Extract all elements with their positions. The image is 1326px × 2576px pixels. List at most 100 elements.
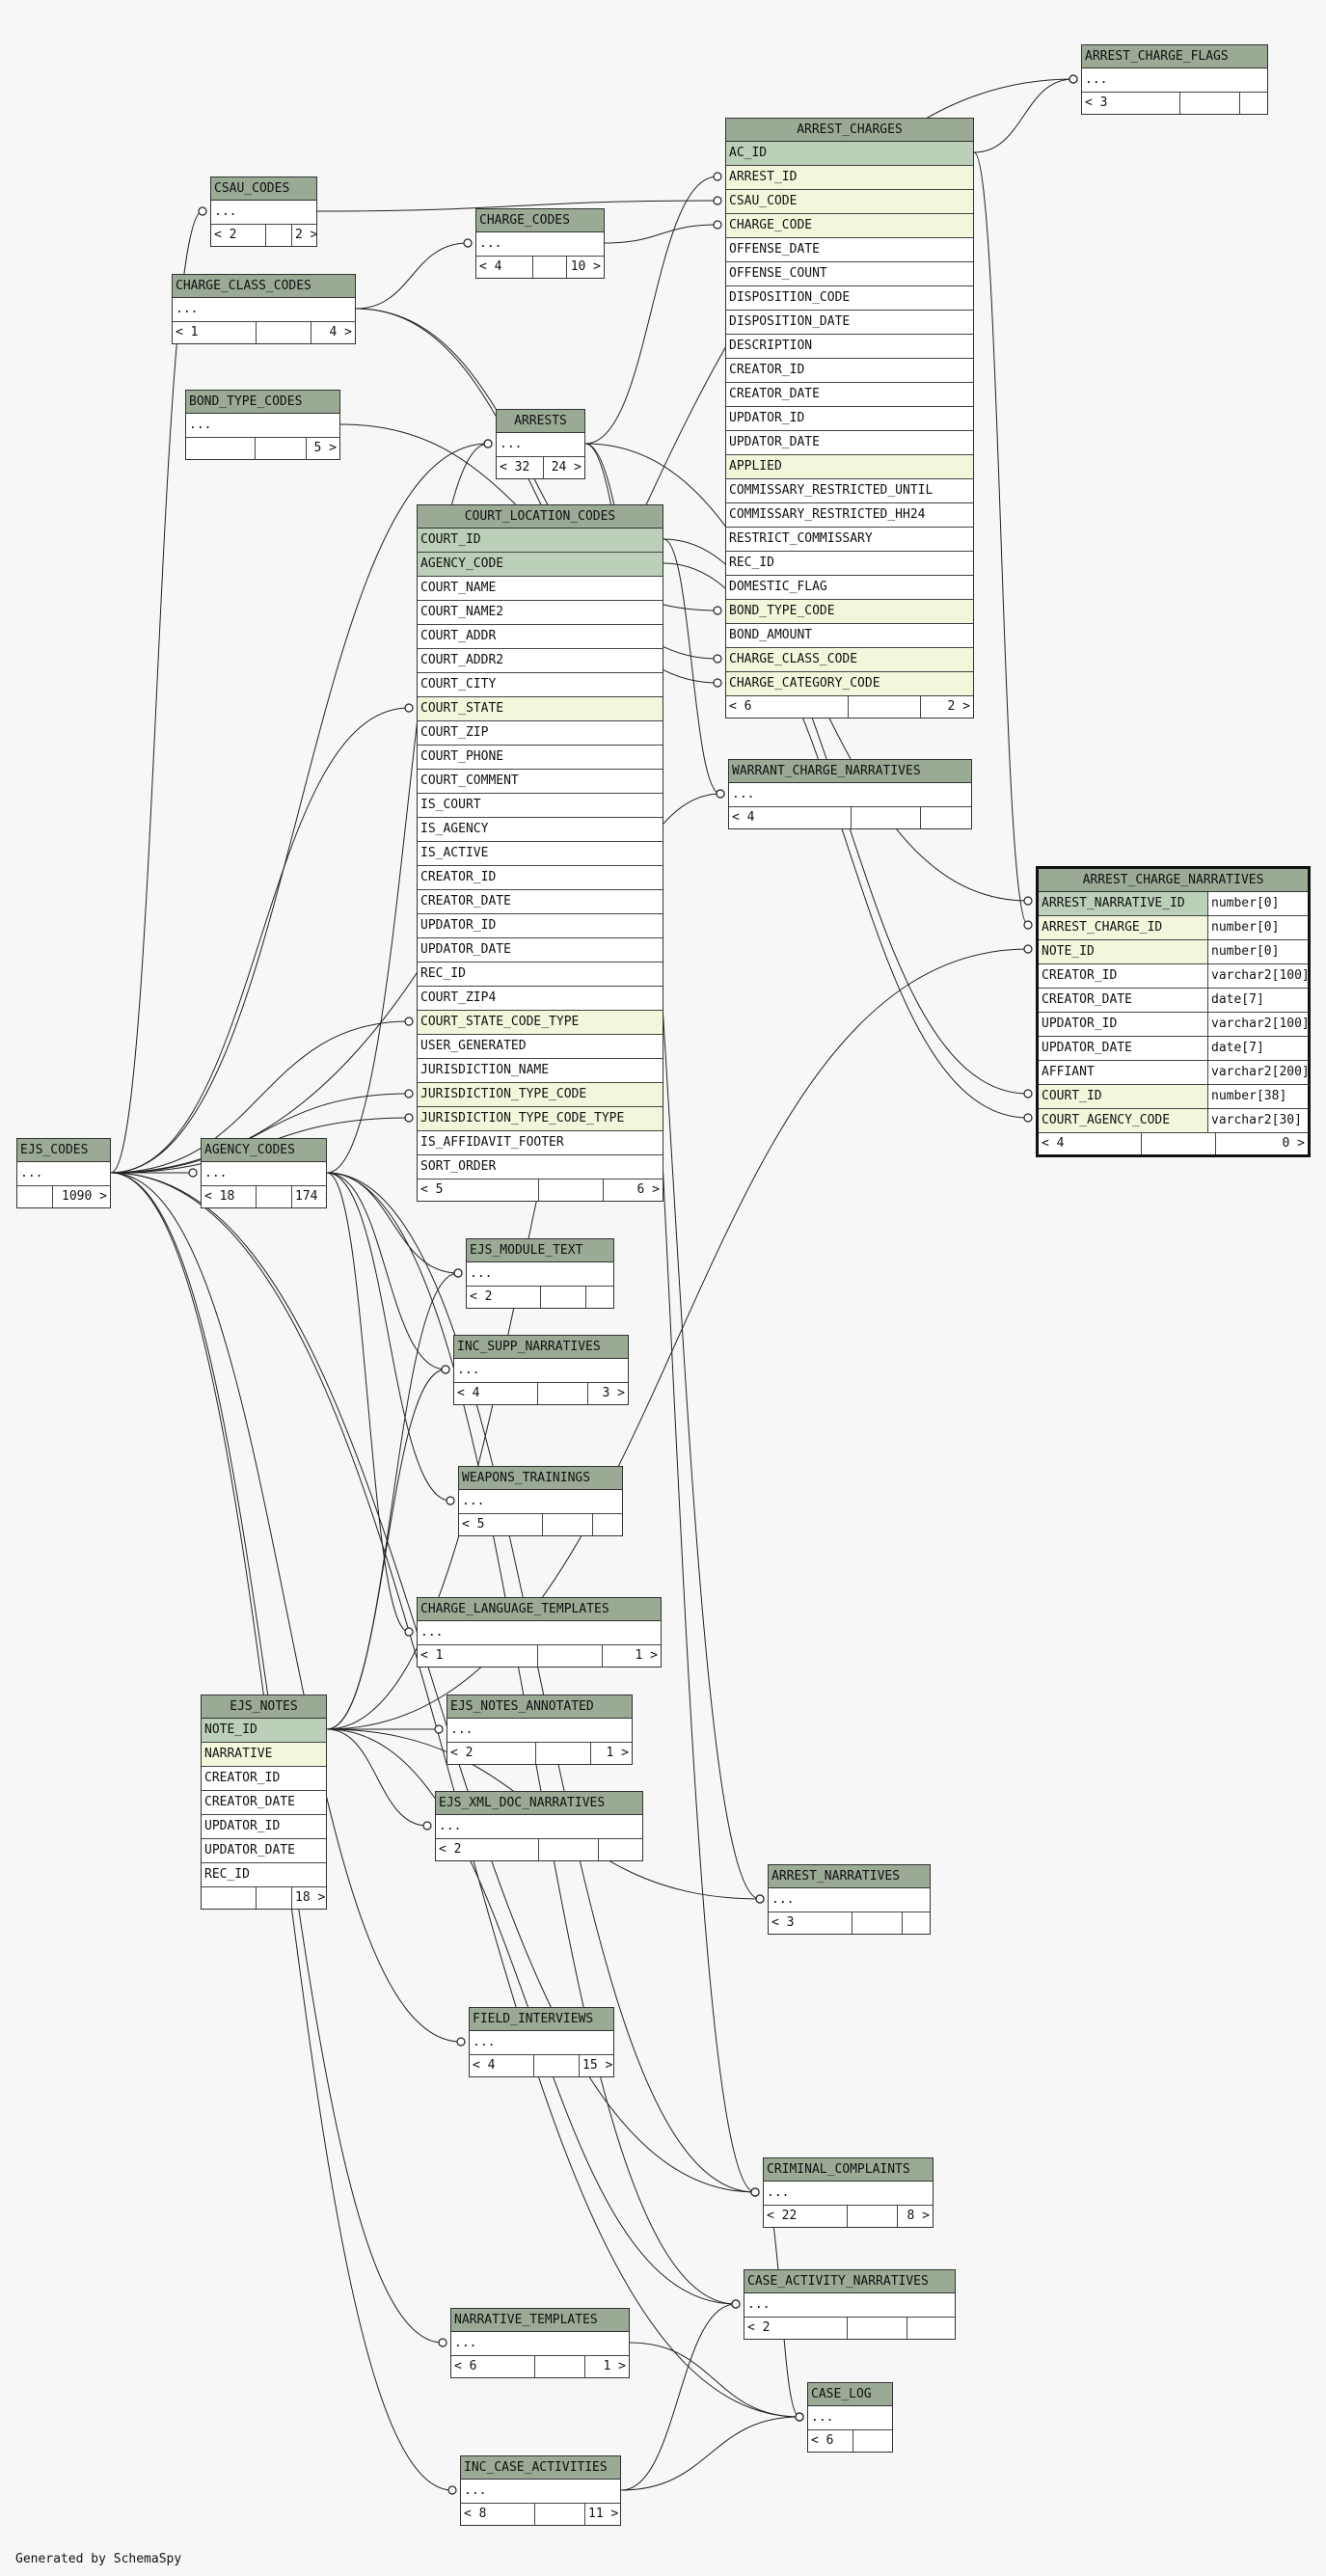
- column-row[interactable]: ...: [764, 2182, 933, 2206]
- column-row[interactable]: AC_ID: [726, 142, 973, 166]
- column-row[interactable]: NARRATIVE: [202, 1743, 326, 1767]
- column-row[interactable]: JURISDICTION_TYPE_CODE: [418, 1083, 663, 1107]
- column-row[interactable]: ...: [202, 1162, 326, 1186]
- column-row[interactable]: OFFENSE_COUNT: [726, 262, 973, 286]
- column-row[interactable]: OFFENSE_DATE: [726, 238, 973, 262]
- column-row[interactable]: ...: [461, 2480, 620, 2504]
- column-row[interactable]: ARREST_ID: [726, 166, 973, 190]
- column-row[interactable]: COURT_NAME2: [418, 601, 663, 625]
- column-row[interactable]: COURT_NAME: [418, 577, 663, 601]
- table-case-activity-narratives[interactable]: CASE_ACTIVITY_NARRATIVES...< 2: [744, 2269, 956, 2340]
- column-row[interactable]: COURT_ZIP4: [418, 987, 663, 1011]
- column-row[interactable]: ...: [211, 201, 316, 225]
- column-row[interactable]: ...: [808, 2406, 892, 2430]
- column-row[interactable]: BOND_AMOUNT: [726, 624, 973, 648]
- table-ejs-module-text[interactable]: EJS_MODULE_TEXT...< 2: [466, 1238, 614, 1309]
- column-row[interactable]: COURT_ID: [418, 529, 663, 553]
- column-row[interactable]: ...: [467, 1262, 613, 1287]
- column-row[interactable]: COURT_STATE: [418, 697, 663, 721]
- column-row[interactable]: SORT_ORDER: [418, 1155, 663, 1180]
- column-row[interactable]: DESCRIPTION: [726, 335, 973, 359]
- table-ejs-codes[interactable]: EJS_CODES...1090 >: [16, 1138, 111, 1208]
- table-arrest-narratives[interactable]: ARREST_NARRATIVES...< 3: [768, 1864, 931, 1935]
- column-row[interactable]: COMMISSARY_RESTRICTED_HH24: [726, 503, 973, 528]
- column-row[interactable]: CREATOR_DATE: [726, 383, 973, 407]
- column-row[interactable]: ...: [769, 1888, 930, 1912]
- column-row[interactable]: AGENCY_CODE: [418, 553, 663, 577]
- column-row[interactable]: BOND_TYPE_CODE: [726, 600, 973, 624]
- column-row[interactable]: ...: [186, 414, 339, 438]
- column-row[interactable]: ...: [744, 2293, 955, 2318]
- column-row[interactable]: NOTE_ID: [202, 1719, 326, 1743]
- column-row[interactable]: CHARGE_CODE: [726, 214, 973, 238]
- column-row[interactable]: COURT_PHONE: [418, 746, 663, 770]
- column-row[interactable]: CHARGE_CLASS_CODE: [726, 648, 973, 672]
- column-row[interactable]: ...: [1082, 68, 1267, 93]
- column-row[interactable]: ...: [418, 1621, 661, 1645]
- column-row[interactable]: IS_AFFIDAVIT_FOOTER: [418, 1131, 663, 1155]
- column-row[interactable]: UPDATOR_DATE: [726, 431, 973, 455]
- column-row[interactable]: COURT_ADDR2: [418, 649, 663, 673]
- column-row[interactable]: UPDATOR_DATE: [202, 1839, 326, 1863]
- column-row[interactable]: DISPOSITION_DATE: [726, 311, 973, 335]
- column-row[interactable]: CREATOR_DATE: [202, 1791, 326, 1815]
- column-row[interactable]: ...: [476, 232, 604, 257]
- column-row[interactable]: IS_ACTIVE: [418, 842, 663, 866]
- column-row[interactable]: ...: [447, 1719, 632, 1743]
- column-row[interactable]: COURT_STATE_CODE_TYPE: [418, 1011, 663, 1035]
- column-row[interactable]: JURISDICTION_TYPE_CODE_TYPE: [418, 1107, 663, 1131]
- column-row[interactable]: UPDATOR_ID: [202, 1815, 326, 1839]
- column-row[interactable]: CREATOR_ID: [726, 359, 973, 383]
- column-row[interactable]: CREATOR_DATE: [418, 890, 663, 914]
- table-arrest-charge-flags[interactable]: ARREST_CHARGE_FLAGS...< 3: [1081, 44, 1268, 115]
- column-row[interactable]: COURT_ZIP: [418, 721, 663, 746]
- column-row[interactable]: IS_AGENCY: [418, 818, 663, 842]
- column-row[interactable]: ...: [451, 2332, 629, 2356]
- column-row[interactable]: COURT_COMMENT: [418, 770, 663, 794]
- table-case-log[interactable]: CASE_LOG...< 6: [807, 2382, 893, 2453]
- column-row[interactable]: CSAU_CODE: [726, 190, 973, 214]
- column-row[interactable]: ...: [173, 298, 355, 322]
- column-row[interactable]: COURT_ADDR: [418, 625, 663, 649]
- column-row[interactable]: ...: [497, 433, 584, 457]
- column-row[interactable]: UPDATOR_DATE: [418, 938, 663, 963]
- column-row[interactable]: COURT_CITY: [418, 673, 663, 697]
- table-bond-type-codes[interactable]: BOND_TYPE_CODES...5 >: [185, 390, 340, 460]
- column-row[interactable]: ...: [454, 1359, 628, 1383]
- column-row[interactable]: USER_GENERATED: [418, 1035, 663, 1059]
- column-row[interactable]: JURISDICTION_NAME: [418, 1059, 663, 1083]
- column-row[interactable]: APPLIED: [726, 455, 973, 479]
- column-row[interactable]: UPDATOR_ID: [726, 407, 973, 431]
- column-row[interactable]: CREATOR_ID: [418, 866, 663, 890]
- column-row[interactable]: REC_ID: [726, 552, 973, 576]
- table-ejs-xml-doc-narratives[interactable]: EJS_XML_DOC_NARRATIVES...< 2: [435, 1791, 643, 1861]
- column-row[interactable]: DISPOSITION_CODE: [726, 286, 973, 311]
- column-row[interactable]: ...: [729, 783, 971, 807]
- column-row[interactable]: RESTRICT_COMMISSARY: [726, 528, 973, 552]
- table-warrant-charge-narratives[interactable]: WARRANT_CHARGE_NARRATIVES...< 4: [728, 759, 972, 829]
- table-weapons-trainings[interactable]: WEAPONS_TRAININGS...< 5: [458, 1466, 623, 1536]
- column-row[interactable]: UPDATOR_ID: [418, 914, 663, 938]
